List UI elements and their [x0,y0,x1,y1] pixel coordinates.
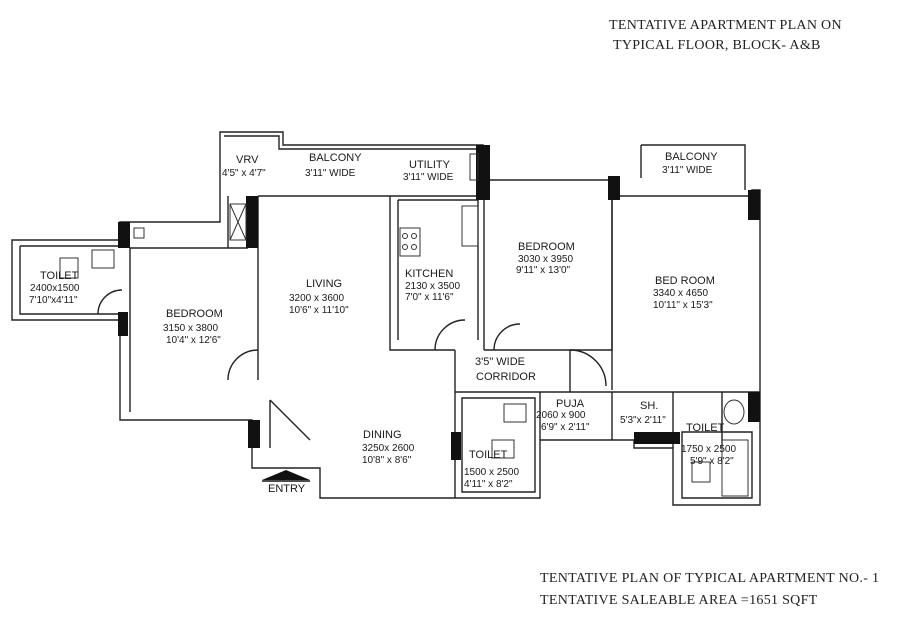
balcony-main-dim: 3'11" WIDE [305,168,356,179]
toilet-right-dim-metric: 1750 x 2500 [681,444,736,455]
bedroom-left-dim-imperial: 10'4" x 12'6" [166,335,221,346]
living-dim-imperial: 10'6" x 11'10" [289,305,349,316]
toilet-left-dim-imperial: 7'10"x4'11" [29,295,78,306]
utility-dim: 3'11" WIDE [403,172,454,183]
toilet-right-label: TOILET [686,422,725,434]
corridor-label: CORRIDOR [476,371,536,383]
vrv-dim: 4'5" x 4'7" [222,168,266,179]
bedroom-right-dim-metric: 3340 x 4650 [653,288,708,299]
living-label: LIVING [306,278,342,290]
utility-label: UTILITY [409,159,451,171]
balcony-right-dim: 3'11" WIDE [662,165,713,176]
living-dim-metric: 3200 x 3600 [289,293,344,304]
entry-arrow-icon [262,470,310,480]
toilet-mid-dim-metric: 1500 x 2500 [464,467,519,478]
toilet-left-label: TOILET [40,270,79,282]
bedroom-mid-label: BEDROOM [518,241,575,253]
bedroom-left-dim-metric: 3150 x 3800 [163,323,218,334]
walls [11,131,761,506]
bedroom-mid-dim-metric: 3030 x 3950 [518,254,573,265]
bedroom-mid-dim-imperial: 9'11" x 13'0" [516,265,571,276]
toilet-right-dim-imperial: 5'9" x 8'2" [690,456,734,467]
puja-label: PUJA [556,398,585,410]
shower-label: SH. [640,400,658,412]
fixtures [59,153,749,497]
toilet-left-dim-metric: 2400x1500 [30,283,80,294]
shower-dim: 5'3"x 2'11" [620,415,666,426]
corridor-width: 3'5" WIDE [475,356,525,368]
plan-title-line1: TENTATIVE APARTMENT PLAN ON [609,18,842,33]
entry-label: ENTRY [268,483,306,495]
saleable-area-line: TENTATIVE SALEABLE AREA =1651 SQFT [540,593,818,608]
dining-dim-metric: 3250x 2600 [362,443,415,454]
apartment-number-line: TENTATIVE PLAN OF TYPICAL APARTMENT NO.-… [540,571,880,586]
balcony-main-label: BALCONY [309,152,362,164]
toilet-mid-dim-imperial: 4'11" x 8'2" [464,479,513,490]
bedroom-right-label: BED ROOM [655,275,715,287]
kitchen-dim-metric: 2130 x 3500 [405,281,460,292]
columns [118,145,760,460]
balcony-right-label: BALCONY [665,151,718,163]
dining-dim-imperial: 10'8" x 8'6" [362,455,412,466]
puja-dim-metric: 2060 x 900 [536,410,586,421]
plan-title-line2: TYPICAL FLOOR, BLOCK- A&B [613,38,821,53]
toilet-mid-label: TOILET [469,449,508,461]
dining-label: DINING [363,429,402,441]
vrv-label: VRV [236,154,259,166]
kitchen-dim-imperial: 7'0" x 11'6" [405,292,454,303]
bedroom-left-label: BEDROOM [166,308,223,320]
kitchen-label: KITCHEN [405,268,453,280]
puja-dim-imperial: 6'9" x 2'11" [541,422,590,433]
bedroom-right-dim-imperial: 10'11" x 15'3" [653,300,713,311]
